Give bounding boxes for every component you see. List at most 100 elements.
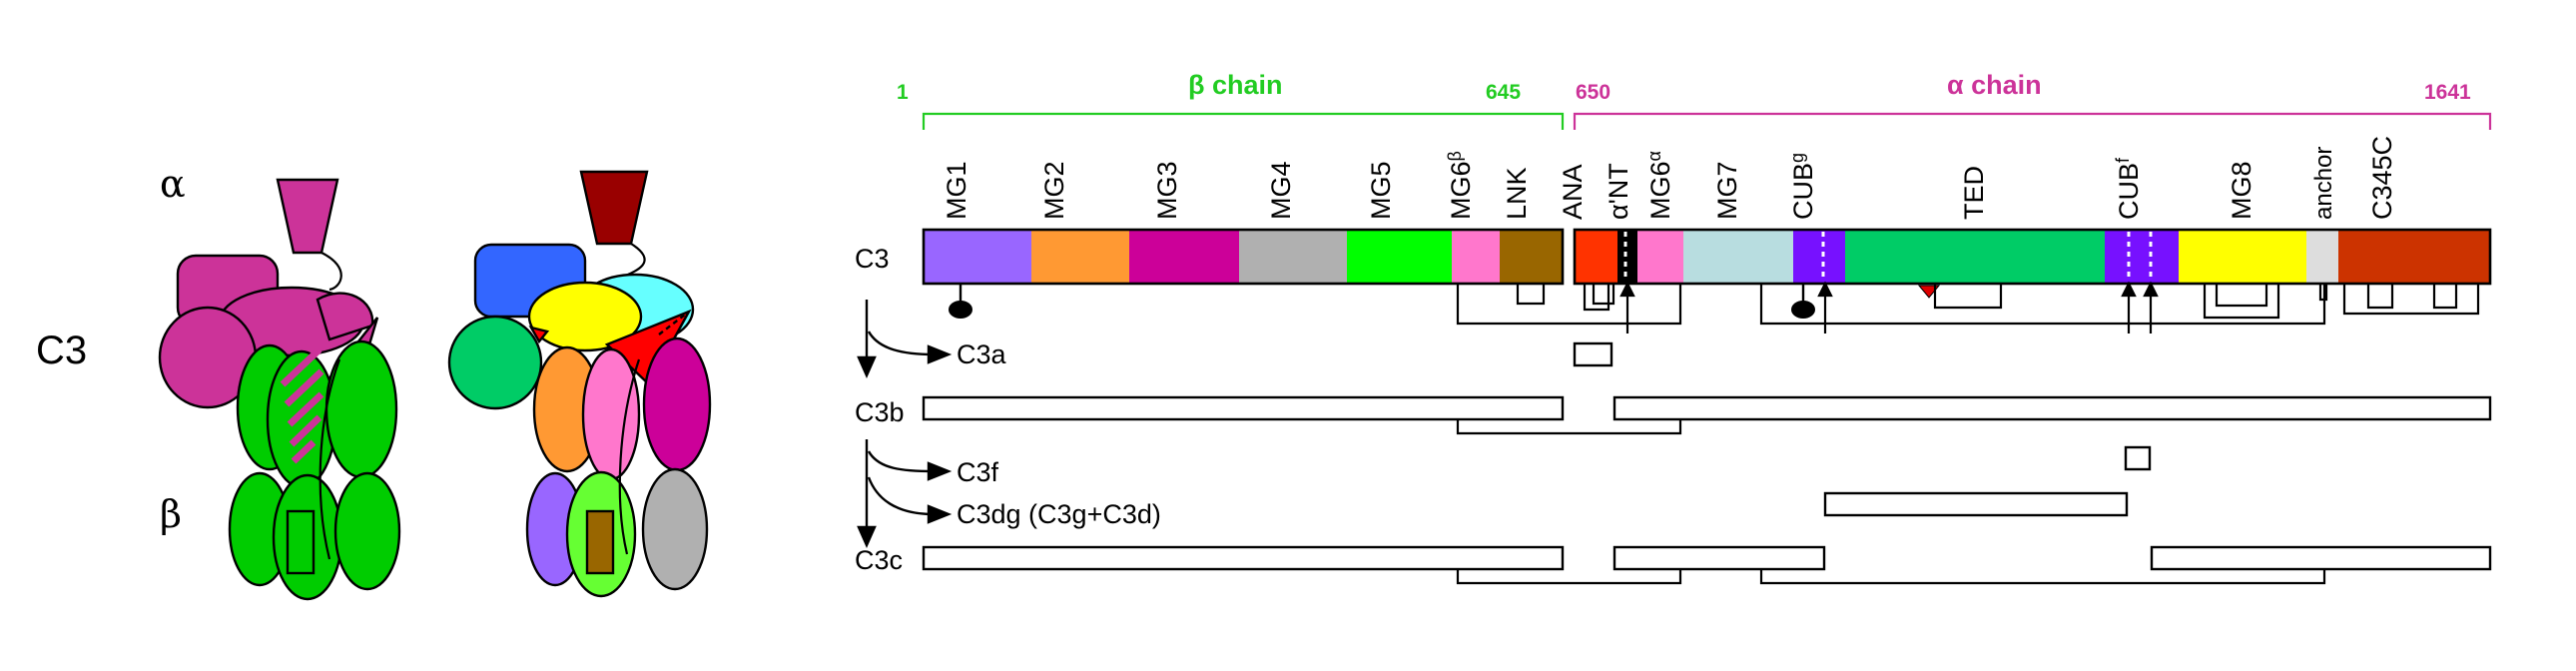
segment-mg7 (1683, 230, 1793, 284)
row-label-c3a: C3a (957, 339, 1007, 369)
conversion-arrows (857, 300, 953, 548)
row-label-c3b: C3b (855, 397, 905, 427)
domain-label-mg3: MG3 (1152, 161, 1182, 220)
c3f-release-arrow (867, 450, 935, 473)
domain-label-mg6b: MG6β (1445, 151, 1476, 220)
beta-chain-symbol: β (160, 492, 182, 536)
segment-cubf (2105, 230, 2179, 284)
segment-cubg (1793, 230, 1845, 284)
beta-domain-shape (333, 471, 401, 591)
fragment-bar-c3c-beta (922, 545, 1565, 571)
beta-domain-shape (324, 339, 398, 479)
disulfide-bracket (2432, 284, 2458, 310)
domain-label-anchor: anchor (2310, 147, 2337, 220)
disulfide-bracket (2366, 284, 2394, 310)
c3-structure-schematic: C3 α β (36, 162, 712, 601)
disulfide-bracket (1516, 284, 1546, 306)
beta-start-residue: 1 (897, 81, 909, 104)
domain-label-cubf-main: CUB (2114, 163, 2144, 220)
fragment-disulfide-link (1456, 419, 1682, 435)
fragment-bar-c3b-alpha (1612, 395, 2492, 421)
arrow-head (927, 461, 953, 481)
segment-lnk (1500, 230, 1563, 284)
domain-label-mg6a: MG6α (1644, 151, 1675, 220)
alpha-chain-bracket (1573, 112, 2492, 130)
domain-label-c345c: C345C (2367, 136, 2397, 220)
lnk-shape (585, 509, 615, 575)
domain-label-mg2: MG2 (1039, 161, 1069, 220)
segment-mg6b (1452, 230, 1500, 284)
link-line (618, 358, 641, 555)
domain-label-mg8: MG8 (2227, 161, 2256, 220)
beta-end-residue: 645 (1486, 81, 1521, 104)
segment-alphant (1617, 230, 1637, 284)
domain-label-mg6b-main: MG6 (1446, 161, 1476, 220)
c3a-release-arrow (867, 331, 935, 356)
arrow-head (1817, 281, 1833, 298)
domain-label-cubg: CUBg (1787, 153, 1818, 220)
beta-chain-bracket (922, 112, 1565, 130)
segment-ana (1575, 230, 1617, 284)
segment-mg2 (1031, 230, 1129, 284)
mg-domain-shape (642, 336, 712, 472)
domain-label-cubg-sup: g (1787, 153, 1807, 163)
fragment-c3c (922, 545, 2492, 585)
arrow-head (2143, 281, 2159, 298)
glycan-marker (1791, 301, 1815, 319)
domain-label-mg6a-sup: α (1644, 151, 1664, 161)
disulfide-bracket (1759, 284, 2326, 326)
segment-mg8 (2179, 230, 2306, 284)
alpha-chain-outline (1573, 228, 2492, 286)
beta-chain-outline (922, 228, 1565, 286)
domain-label-mg6a-main: MG6 (1645, 161, 1675, 220)
ana-shape (579, 170, 649, 246)
segment-mg3 (1129, 230, 1239, 284)
disulfide-bracket (1592, 284, 1615, 306)
beta-domain-shape (286, 509, 316, 575)
arrow-head (2121, 281, 2137, 298)
segment-c345c (2338, 230, 2490, 284)
segment-mg4 (1239, 230, 1347, 284)
fragment-disulfide-link (1759, 569, 2326, 585)
c3-domain-bar (922, 228, 2492, 286)
domain-label-lnk: LNK (1502, 167, 1532, 220)
arrow-head (857, 525, 877, 548)
stripe-pattern (280, 346, 324, 464)
domain-label-mg5: MG5 (1366, 161, 1396, 220)
mg-domain-shape (447, 315, 543, 410)
link-line (319, 358, 341, 560)
structure-c3-label: C3 (36, 329, 87, 372)
alpha-chain-title: α chain (1947, 70, 2042, 100)
alpha-chain-symbol: α (160, 162, 186, 206)
link-line (321, 252, 342, 292)
domain-label-alphant: α'NT (1604, 163, 1633, 220)
disulfide-bracket (2318, 284, 2328, 302)
fragment-bar-c3c-alpha2 (2150, 545, 2492, 571)
segment-ted (1845, 230, 2105, 284)
mg-domain-shape (527, 281, 643, 352)
disulfide-bracket (2215, 284, 2268, 308)
dotted-line (658, 311, 690, 336)
structure-model-chains (158, 178, 401, 601)
disulfide-bracket (1933, 284, 2003, 310)
row-label-c3dg: C3dg (C3g+C3d) (957, 499, 1161, 529)
domain-label-mg7: MG7 (1712, 161, 1742, 220)
anaphylatoxin-shape (276, 178, 339, 255)
domain-label-mg4: MG4 (1266, 161, 1296, 220)
structure-model-domains (447, 170, 712, 598)
segment-anchor (2306, 230, 2338, 284)
alpha-end-residue: 1641 (2424, 81, 2471, 104)
fragment-bar-c3a (1573, 341, 1613, 367)
fragment-bar-c3c-alpha1 (1612, 545, 1826, 571)
chain-header: β chain α chain 1 645 650 1641 (897, 70, 2492, 130)
cleavage-arrows (1619, 281, 2159, 334)
disulfide-bracket (2342, 284, 2480, 316)
fragment-c3f (2124, 445, 2152, 471)
mg-domain-shape (581, 347, 641, 481)
fragment-disulfide-link (1456, 569, 1682, 585)
domain-label-mg1: MG1 (942, 161, 971, 220)
ana-marker (528, 326, 550, 344)
fragment-bar-c3f (2124, 445, 2152, 471)
mg-domain-shape (641, 467, 709, 591)
